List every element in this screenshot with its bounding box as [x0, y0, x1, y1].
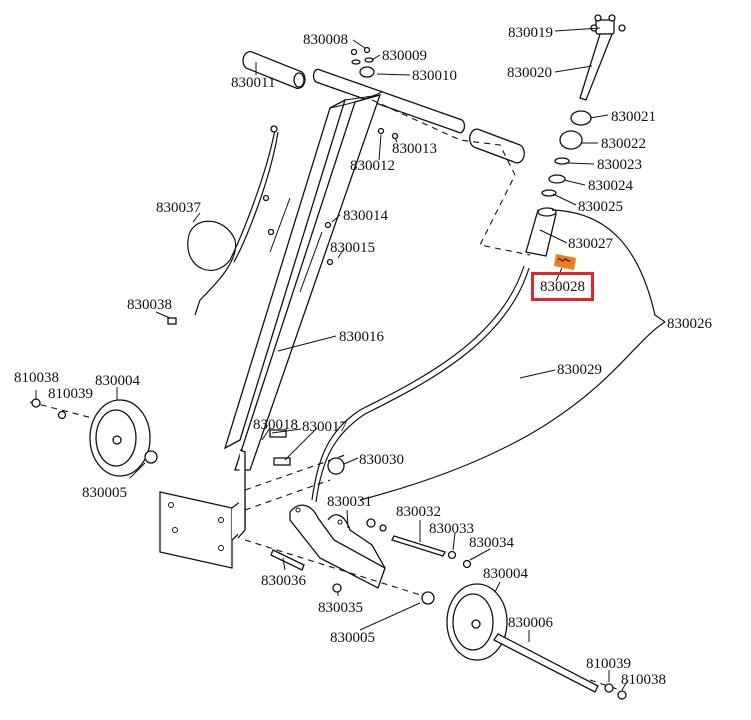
label-830031: 830031: [327, 494, 372, 510]
label-830012: 830012: [350, 158, 395, 174]
pulley-830030: [327, 457, 345, 475]
handle-bolts: [350, 46, 375, 78]
cable-end-830038: [167, 317, 177, 325]
label-830010: 830010: [412, 68, 457, 84]
spacer-left: [144, 450, 158, 464]
label-830026: 830026: [667, 316, 713, 332]
label-830021: 830021: [611, 109, 656, 125]
bolt-830013: [391, 132, 399, 140]
label-830004-left: 830004: [95, 373, 141, 389]
label-830025: 830025: [578, 199, 623, 215]
wheel-left: [89, 399, 151, 477]
nut-830035: [332, 583, 342, 593]
label-830032: 830032: [396, 504, 441, 520]
fitting-830017: [273, 457, 291, 466]
cable-830026-lower: [359, 321, 666, 501]
cable-coil: [187, 125, 279, 316]
label-830016: 830016: [339, 329, 385, 345]
nut-810038-right: [617, 690, 627, 700]
fitting-830018: [269, 429, 287, 438]
spacer-right: [421, 591, 435, 605]
part-labels: 830008 830009 830010 830011 830012 83001…: [14, 25, 713, 688]
label-830038: 830038: [127, 297, 172, 313]
label-830027: 830027: [568, 236, 614, 252]
nut-830022: [559, 130, 583, 150]
threaded-rod: [579, 33, 613, 101]
label-830024: 830024: [588, 178, 634, 194]
axle-830006: [493, 633, 599, 693]
main-frame: [223, 91, 383, 471]
pin-830036: [270, 549, 305, 571]
tube-830027: [525, 207, 557, 257]
pin-830032: [391, 535, 446, 557]
label-830008: 830008: [303, 32, 348, 48]
label-810038-right: 810038: [621, 672, 666, 688]
label-830029: 830029: [557, 362, 602, 378]
label-830014: 830014: [343, 208, 389, 224]
screw: [326, 258, 334, 266]
label-830030: 830030: [359, 452, 404, 468]
label-830034: 830034: [469, 535, 515, 551]
cable-830026-upper: [551, 209, 666, 323]
grip-left: [242, 50, 306, 90]
clip-830034: [462, 559, 472, 569]
base-plate: [159, 449, 246, 569]
washer-a: [379, 524, 387, 532]
label-830009: 830009: [382, 48, 427, 64]
nut-830021: [570, 110, 592, 126]
washer-830033: [447, 550, 457, 560]
washer-830012: [377, 127, 385, 135]
label-810039-right: 810039: [586, 656, 631, 672]
label-830022: 830022: [601, 136, 646, 152]
label-810038-left: 810038: [14, 370, 59, 386]
label-830013: 830013: [392, 141, 437, 157]
grip-right: [469, 128, 525, 164]
label-830036: 830036: [261, 573, 307, 589]
label-830005-right: 830005: [330, 630, 375, 646]
washer-810039-right: [604, 683, 614, 693]
leader-lines: [35, 27, 629, 691]
label-830018: 830018: [253, 417, 298, 433]
screw: [324, 221, 332, 229]
label-810039-left: 810039: [48, 386, 93, 402]
label-830006: 830006: [508, 615, 554, 631]
label-830019: 830019: [508, 25, 553, 41]
highlight-box-830028: [531, 272, 594, 301]
label-830028[interactable]: 830028: [540, 279, 585, 295]
label-830015: 830015: [330, 240, 375, 256]
washer-830023: [554, 157, 570, 165]
label-830011: 830011: [231, 75, 275, 91]
clip-left: [366, 518, 376, 528]
label-830005-left: 830005: [82, 485, 127, 501]
label-830023: 830023: [597, 157, 642, 173]
adjuster-knob: [590, 14, 626, 35]
label-830037: 830037: [156, 200, 202, 216]
handle-crossbar: [312, 68, 466, 134]
bracket: [289, 504, 386, 589]
label-830004-right: 830004: [483, 566, 529, 582]
nut-810038-left: [31, 398, 41, 408]
label-830035: 830035: [318, 600, 363, 616]
screw: [267, 228, 275, 236]
screw: [262, 194, 270, 202]
wheel-right: [446, 583, 508, 661]
spring-washer-830025: [541, 189, 557, 197]
highlighted-spring-830028: [554, 254, 576, 270]
label-830020: 830020: [507, 65, 552, 81]
label-830033: 830033: [429, 521, 474, 537]
washer-810039-left: [57, 410, 67, 420]
washer-830024: [548, 174, 566, 184]
control-cable: [311, 265, 530, 503]
label-830017: 830017: [302, 419, 348, 435]
